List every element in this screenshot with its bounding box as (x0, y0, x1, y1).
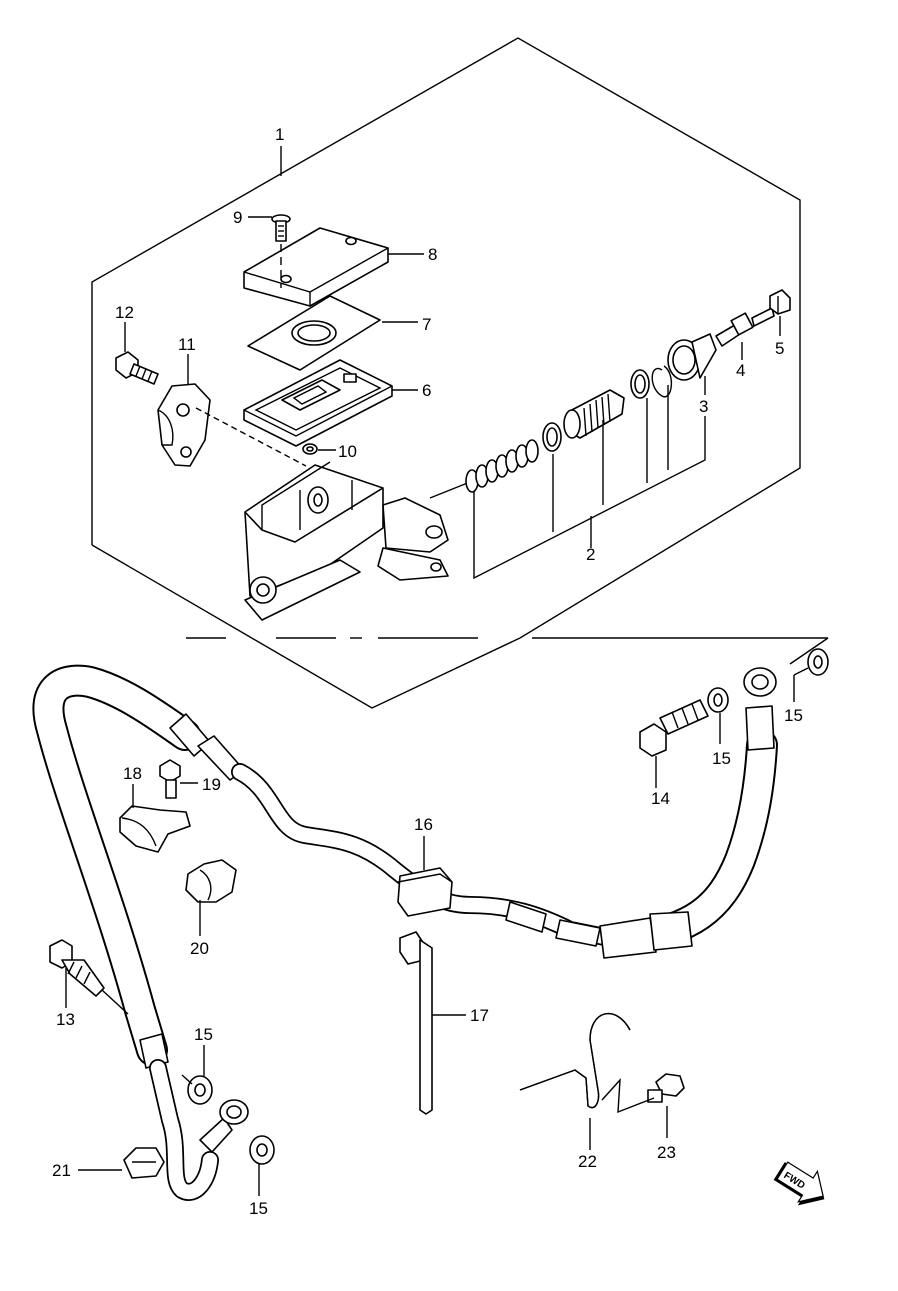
label-13: 13 (56, 1010, 75, 1029)
clip-part-20 (185, 859, 237, 903)
label-15-d: 15 (249, 1199, 268, 1218)
label-17: 17 (470, 1006, 489, 1025)
clip-part-21 (123, 1147, 165, 1179)
spring (465, 439, 539, 493)
label-3: 3 (699, 397, 708, 416)
label-15-c: 15 (194, 1025, 213, 1044)
clamp-part-18 (119, 805, 191, 853)
bracket-part-11 (157, 383, 211, 467)
cable-tie-part-17 (399, 931, 433, 1115)
label-6: 6 (422, 381, 431, 400)
grommet-part-16 (397, 867, 453, 917)
label-22: 22 (578, 1152, 597, 1171)
reservoir-cap-part-8 (243, 227, 389, 307)
washer-part-10 (302, 443, 336, 455)
piston (563, 389, 625, 439)
washer-part-15-left-lower (249, 1135, 275, 1165)
label-1: 1 (275, 125, 284, 144)
label-23: 23 (657, 1143, 676, 1162)
label-2: 2 (586, 545, 595, 564)
label-8: 8 (428, 245, 437, 264)
diaphragm-plate-part-7 (247, 295, 381, 371)
clutch-hose (32, 664, 249, 1201)
diaphragm-part-6 (243, 359, 393, 447)
union-bolt-part-13 (49, 939, 105, 997)
label-10: 10 (338, 442, 357, 461)
cup-seal (542, 422, 562, 452)
label-18: 18 (123, 764, 142, 783)
label-11: 11 (178, 335, 196, 354)
assembly-outline (91, 37, 829, 709)
wire-clip-part-22 (519, 1012, 631, 1109)
circlip (651, 365, 672, 398)
label-5: 5 (775, 339, 784, 358)
nut-part-5 (769, 289, 791, 315)
forward-arrow-badge: FWD (773, 1161, 825, 1206)
push-rod-part-4 (715, 307, 775, 347)
dust-boot-part-3 (667, 333, 717, 381)
label-4: 4 (736, 361, 745, 380)
label-14: 14 (651, 789, 670, 808)
screw-part-9 (271, 214, 291, 288)
label-9: 9 (233, 208, 242, 227)
label-20: 20 (190, 939, 209, 958)
washer-part-15-right-top (807, 648, 829, 676)
part-labels: 1 2 3 4 5 6 7 8 9 10 11 12 13 14 15 15 1… (52, 125, 803, 1218)
bolt-part-12 (115, 351, 159, 385)
label-12: 12 (115, 303, 134, 322)
clutch-pipe (231, 763, 619, 947)
washer-part-15-left-upper (187, 1075, 213, 1105)
washer-part-15-right-mid (707, 687, 729, 713)
label-7: 7 (422, 315, 431, 334)
label-15-b: 15 (712, 749, 731, 768)
right-clutch-hose (599, 667, 778, 959)
leader-lines (65, 146, 809, 1196)
label-15-a: 15 (784, 706, 803, 725)
label-19: 19 (202, 775, 221, 794)
bolt-part-19 (159, 759, 181, 799)
union-bolt-part-14 (639, 699, 709, 757)
label-21: 21 (52, 1161, 71, 1180)
label-16: 16 (414, 815, 433, 834)
master-cylinder-body (244, 461, 449, 621)
